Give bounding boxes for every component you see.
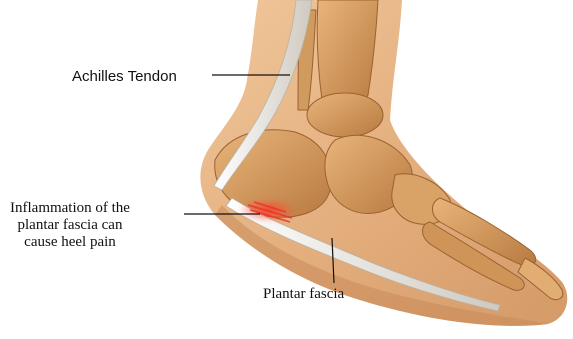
inflammation-label-line: cause heel pain [10,234,130,251]
plantar-fascia-label: Plantar fascia [263,286,344,303]
inflammation-area [238,198,298,222]
inflammation-label: Inflammation of the plantar fascia can c… [10,200,130,251]
inflammation-label-line: Inflammation of the [10,200,130,217]
achilles-tendon-label: Achilles Tendon [72,68,177,85]
inflammation-label-line: plantar fascia can [10,217,130,234]
talus-bone [307,93,383,137]
